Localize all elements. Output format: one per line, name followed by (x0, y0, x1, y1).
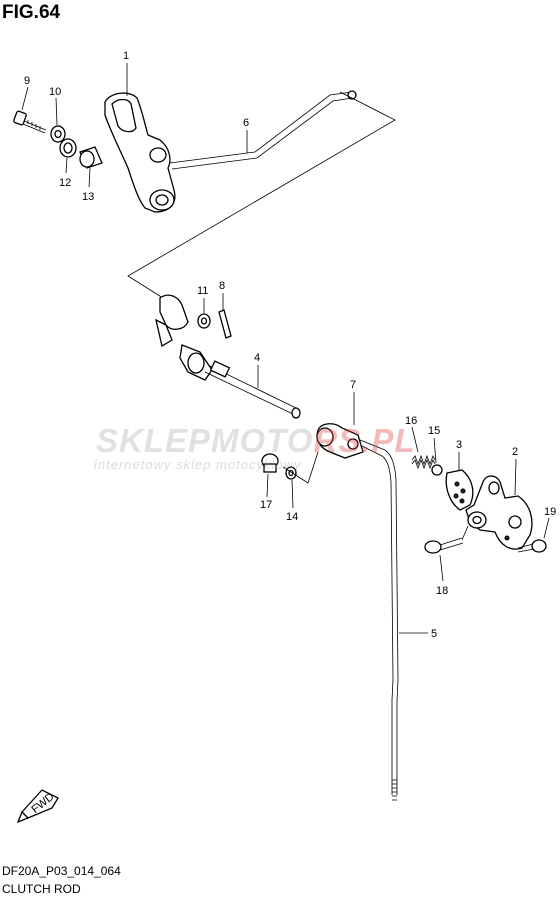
part-2-clutch-arm[interactable] (465, 475, 533, 550)
part-11-washer[interactable] (197, 313, 211, 329)
part-8-cotter-pin[interactable] (218, 309, 232, 339)
callout-17: 17 (260, 499, 272, 511)
part-13-bushing[interactable] (79, 146, 103, 169)
part-14-washer[interactable] (285, 466, 297, 480)
part-15-ball[interactable] (431, 464, 443, 476)
callout-1: 1 (123, 50, 129, 62)
part-3-detent-plate[interactable] (445, 469, 474, 511)
callout-18: 18 (436, 585, 448, 597)
watermark-brand-gray: SKLEPMOTO (96, 422, 314, 459)
callout-5: 5 (431, 628, 437, 640)
callout-11: 11 (197, 285, 208, 297)
leader-10 (55, 97, 58, 126)
part-12-ring[interactable] (59, 138, 77, 158)
callout-2: 2 (512, 446, 518, 458)
leader-2 (514, 458, 517, 496)
callout-19: 19 (544, 506, 556, 518)
leader-18 (439, 554, 444, 582)
leader-16 (411, 426, 419, 453)
callout-3: 3 (456, 439, 462, 451)
part-9-bolt[interactable] (13, 110, 47, 134)
part-6-rod[interactable] (169, 90, 357, 170)
part-17-bolt[interactable] (261, 453, 279, 473)
callout-15: 15 (428, 425, 440, 437)
figure-name: CLUTCH ROD (2, 882, 81, 896)
watermark-logo: SKLEPMOTORS.PL (96, 422, 416, 460)
part-5-long-rod[interactable] (359, 439, 399, 801)
callout-12: 12 (59, 177, 71, 189)
figure-title: FIG.64 (2, 2, 61, 23)
connection-lines-joint (282, 451, 319, 484)
figure-code: DF20A_P03_014_064 (2, 864, 121, 878)
part-10-washer[interactable] (50, 125, 66, 143)
leader-13 (88, 167, 91, 188)
callout-7: 7 (350, 379, 356, 391)
callout-8: 8 (219, 280, 225, 292)
callout-4: 4 (254, 352, 260, 364)
fwd-arrow-icon: FWD (16, 789, 59, 824)
callout-9: 9 (24, 75, 30, 87)
watermark-tagline: internetowy sklep motocyklowy (94, 457, 302, 472)
leader-17 (266, 473, 269, 498)
part-7-joint[interactable] (316, 423, 364, 459)
callout-14: 14 (286, 511, 298, 523)
part-16-spring[interactable] (411, 454, 436, 470)
leader-9 (21, 86, 29, 111)
part-18-bolt[interactable] (424, 537, 464, 554)
callout-10: 10 (49, 86, 61, 98)
leader-12 (65, 157, 68, 174)
connection-lines-18 (461, 525, 469, 541)
leader-14 (291, 479, 294, 509)
callout-6: 6 (243, 117, 249, 129)
callout-13: 13 (82, 191, 94, 203)
leader-15 (433, 437, 437, 464)
connection-lines-upper (127, 91, 396, 299)
callout-16: 16 (405, 415, 417, 427)
part-19-bolt[interactable] (517, 539, 547, 553)
watermark-brand-red: RS.PL (313, 422, 416, 459)
part-4-clutch-shaft[interactable] (155, 294, 301, 419)
leader-19 (543, 517, 550, 539)
part-1-clutch-lever[interactable] (104, 92, 176, 213)
